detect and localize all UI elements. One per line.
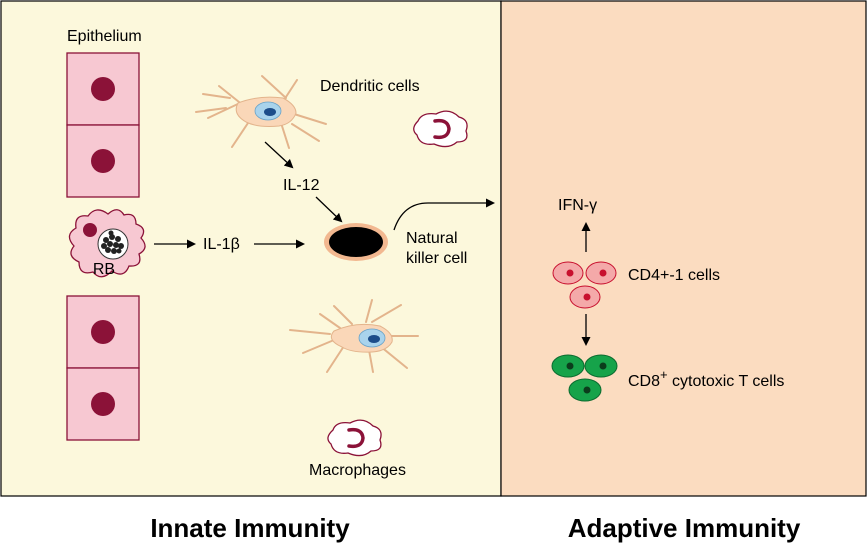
epithelium-label: Epithelium <box>67 28 142 45</box>
macrophage-top <box>413 110 468 148</box>
epithelial-nucleus <box>91 77 115 101</box>
nk-label-line1: Natural <box>406 230 458 247</box>
epithelium-bottom <box>66 295 140 441</box>
ifn-gamma-label: IFN-γ <box>558 197 597 214</box>
arrow-il12-to-nk <box>315 196 343 223</box>
rb-label: RB <box>93 261 115 278</box>
epithelial-nucleus <box>91 392 115 416</box>
macrophage-bottom <box>327 419 382 457</box>
dendritic-nucleus-inner <box>264 108 276 116</box>
dendritic-cell-bottom <box>289 299 419 373</box>
cd8-label-main: CD8 <box>628 373 660 390</box>
cd8-cells-label: CD8+ cytotoxic T cells <box>628 367 784 390</box>
cd8-label-sup: + <box>660 367 668 382</box>
il12-label: IL-12 <box>283 177 320 194</box>
cd8-cells <box>551 354 618 402</box>
macrophages-label: Macrophages <box>309 462 406 479</box>
dendritic-cell-top <box>195 75 327 149</box>
epithelial-nucleus <box>91 320 115 344</box>
il1b-label: IL-1β <box>203 236 240 253</box>
cd8-label-rest: cytotoxic T cells <box>668 373 785 390</box>
rb-cell-nucleus <box>83 223 97 237</box>
innate-immunity-title: Innate Immunity <box>150 513 350 543</box>
cd4-cells <box>552 261 617 309</box>
adaptive-panel <box>500 0 867 497</box>
adaptive-immunity-title: Adaptive Immunity <box>568 513 801 543</box>
rb-infected-cell: RB <box>68 209 146 278</box>
epithelial-nucleus <box>91 149 115 173</box>
rb-particles <box>101 230 124 254</box>
arrow-nk-to-adaptive <box>393 198 495 231</box>
epithelium-top <box>66 52 140 198</box>
arrow-dc-to-il12 <box>264 141 294 169</box>
nk-label-line2: killer cell <box>406 250 467 267</box>
dendritic-nucleus-inner <box>368 335 380 343</box>
natural-killer-cell <box>324 223 388 261</box>
dendritic-cells-label: Dendritic cells <box>320 78 420 95</box>
cd4-cells-label: CD4+-1 cells <box>628 267 720 284</box>
